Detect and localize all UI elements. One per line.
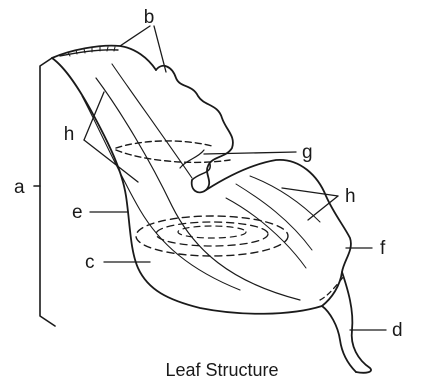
bracket-a bbox=[34, 58, 55, 326]
leaf-outline bbox=[52, 46, 371, 373]
label-a: a bbox=[14, 177, 25, 198]
label-g: g bbox=[302, 142, 313, 163]
leader-lines bbox=[84, 26, 386, 330]
label-c: c bbox=[85, 252, 95, 273]
label-e: e bbox=[72, 202, 83, 223]
label-h-left: h bbox=[64, 124, 75, 145]
label-h-right: h bbox=[345, 186, 356, 207]
label-f: f bbox=[380, 238, 386, 259]
label-b: b bbox=[144, 7, 155, 28]
diagram-caption: Leaf Structure bbox=[165, 360, 278, 380]
label-d: d bbox=[392, 320, 403, 341]
